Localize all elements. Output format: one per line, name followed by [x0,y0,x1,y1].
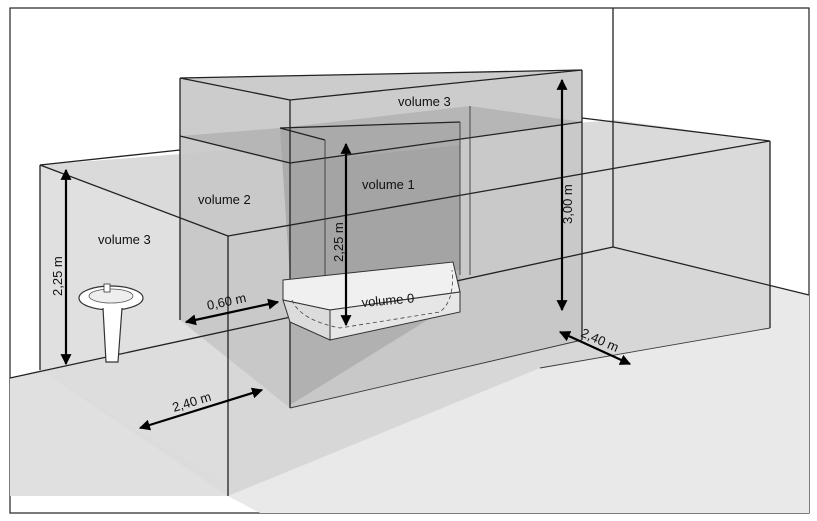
washbasin-pedestal [102,307,123,363]
label-height-left: 2,25 m [50,256,65,296]
label-volume3-left: volume 3 [98,232,151,247]
v2-mid-front [289,121,583,164]
dim-arrow-240-right [558,330,632,366]
label-height-vol3: 3,00 m [560,184,575,224]
v1-top-back [279,121,461,129]
label-volume1: volume 1 [362,177,415,192]
v1-top-left [279,127,326,141]
label-height-vol1: 2,25 m [331,222,346,262]
v3-right-top [581,117,771,142]
v2-top-back [179,69,583,79]
label-volume3-top: volume 3 [398,94,451,109]
floor-left [10,370,228,496]
v2-top-left [179,77,291,101]
v3-back-top [39,149,181,166]
v2-floor-front [289,339,583,409]
v3-front-top [227,140,771,237]
bathtub-front [329,291,461,341]
v2-top-front [289,69,583,101]
floor-right-line [612,246,810,296]
washbasin-tap [103,283,111,293]
bathtub-inner [291,269,453,329]
washbasin-inner [88,288,134,304]
dim-arrow-240-left [138,387,264,431]
dim-arrow-060 [184,298,280,326]
label-volume2: volume 2 [198,192,251,207]
v2-mid-left [179,135,291,164]
label-volume0: volume 0 [361,290,415,310]
